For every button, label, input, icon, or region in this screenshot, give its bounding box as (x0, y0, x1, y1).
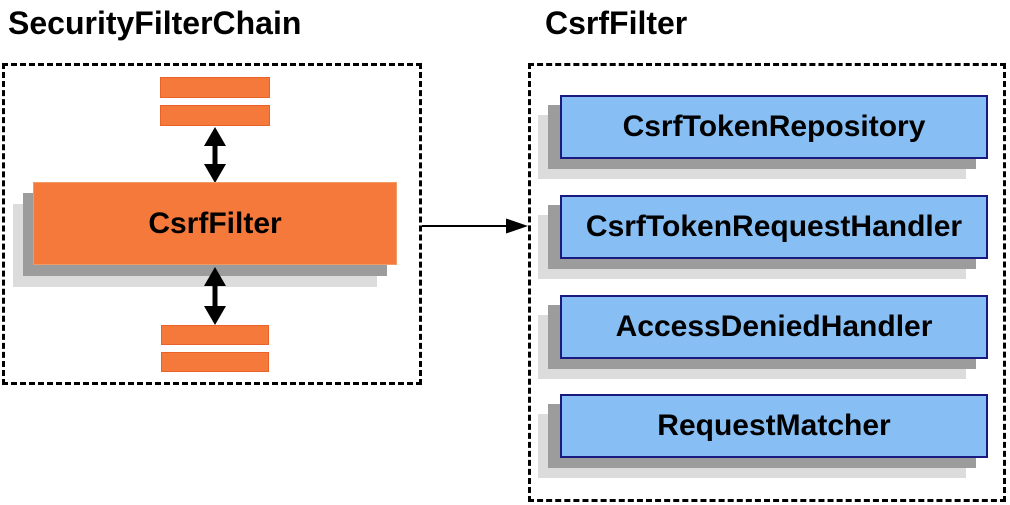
securityfilterchain-container (2, 63, 422, 385)
filter-placeholder-bar (161, 325, 269, 345)
component-node-label: CsrfTokenRepository (560, 95, 988, 159)
csrffilter-container (528, 63, 1006, 502)
component-node-csrftokenrequesthandler: CsrfTokenRequestHandler (538, 195, 988, 279)
csrffilter-title: CsrfFilter (545, 5, 688, 41)
flow-arrow-icon (422, 218, 528, 234)
csrffilter-node-label: CsrfFilter (33, 182, 397, 265)
filter-placeholder-bar (160, 105, 270, 126)
component-node-label: CsrfTokenRequestHandler (560, 195, 988, 259)
component-node-csrftokenrepository: CsrfTokenRepository (538, 95, 988, 179)
bidirectional-arrow-icon (204, 127, 226, 183)
component-node-requestmatcher: RequestMatcher (538, 394, 988, 478)
securityfilterchain-title: SecurityFilterChain (8, 5, 302, 41)
component-node-label: RequestMatcher (560, 394, 988, 458)
bidirectional-arrow-icon (204, 267, 226, 325)
filter-placeholder-bar (160, 77, 270, 98)
filter-placeholder-bar (161, 352, 269, 372)
component-node-accessdeniedhandler: AccessDeniedHandler (538, 295, 988, 379)
component-node-label: AccessDeniedHandler (560, 295, 988, 359)
csrffilter-node: CsrfFilter (13, 182, 397, 287)
